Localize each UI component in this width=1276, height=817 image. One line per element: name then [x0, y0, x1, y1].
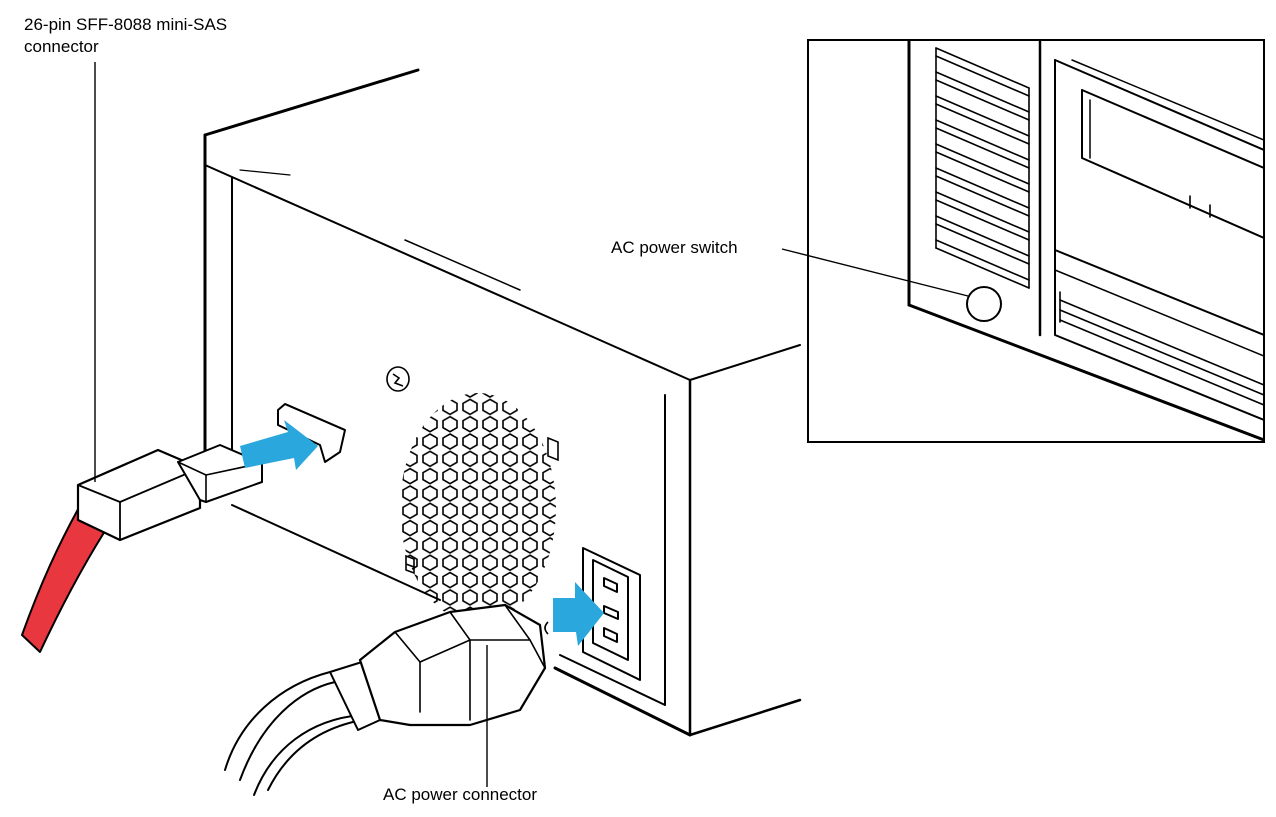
label-sas-line1: 26-pin SFF-8088 mini-SAS [24, 15, 228, 34]
ac-inlet [582, 547, 641, 681]
label-power-connector: AC power connector [383, 785, 538, 804]
power-cord [224, 603, 547, 796]
enclosure [203, 68, 802, 737]
sas-cable [21, 444, 263, 653]
fan-grille-icon [400, 393, 556, 623]
inset-panel [807, 39, 1265, 443]
label-sas-line2: connector [24, 37, 99, 56]
insert-arrow-icon [240, 420, 604, 646]
panel-marks [405, 436, 559, 635]
label-sas-connector: 26-pin SFF-8088 mini-SAS connector [24, 14, 227, 58]
ground-screw-icon [386, 366, 410, 392]
sas-port [277, 403, 346, 463]
leader-switch [781, 248, 969, 297]
callout-lines [94, 62, 969, 787]
label-power-switch: AC power switch [611, 238, 738, 257]
